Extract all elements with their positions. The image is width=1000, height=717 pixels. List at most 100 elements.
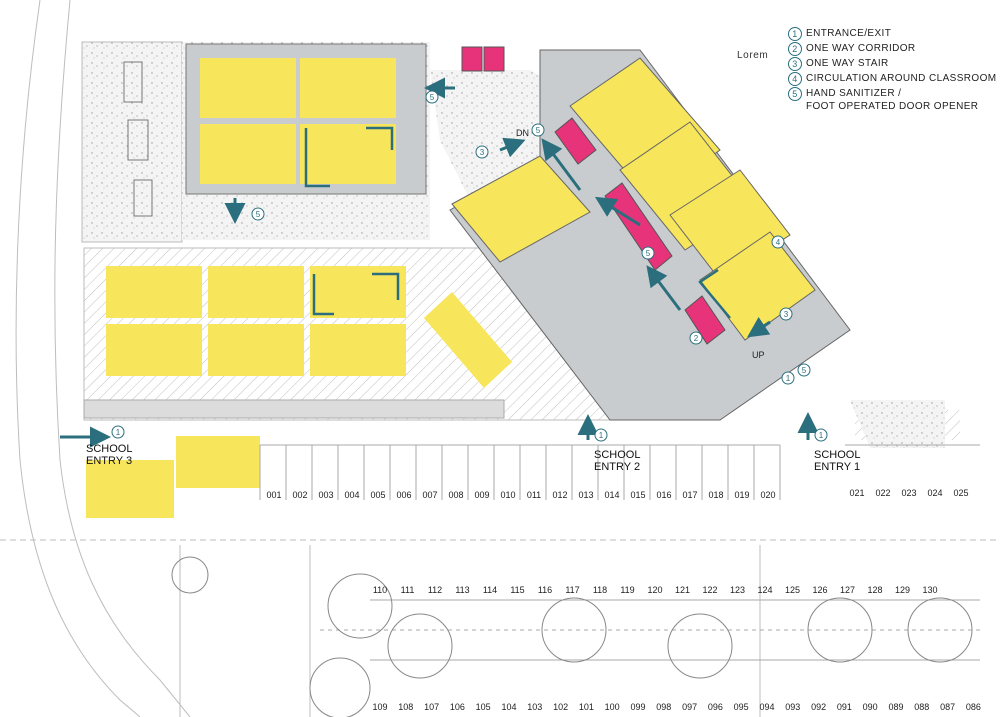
parking-space-number: 087 bbox=[940, 702, 955, 712]
legend-item-3: 3 ONE WAY STAIR bbox=[788, 57, 998, 71]
svg-text:1: 1 bbox=[116, 428, 121, 437]
parking-space-number: 122 bbox=[702, 585, 717, 595]
parking-space-number: 007 bbox=[422, 490, 437, 500]
parking-space-number: 090 bbox=[863, 702, 878, 712]
legend-num-icon: 5 bbox=[788, 87, 802, 101]
parking-space-number: 106 bbox=[450, 702, 465, 712]
parking-space-number: 115 bbox=[510, 585, 524, 595]
parking-space-number: 099 bbox=[630, 702, 645, 712]
parking-space-number: 126 bbox=[812, 585, 827, 595]
legend-text: ENTRANCE/EXIT bbox=[806, 28, 892, 39]
entry1-label: SCHOOL ENTRY 1 bbox=[814, 449, 863, 473]
legend-num-icon: 4 bbox=[788, 72, 802, 86]
legend: 1 ENTRANCE/EXIT 2 ONE WAY CORRIDOR 3 ONE… bbox=[788, 27, 998, 114]
parking-space-number: 097 bbox=[682, 702, 697, 712]
parking-space-number: 025 bbox=[953, 488, 968, 498]
parking-space-number: 001 bbox=[266, 490, 281, 500]
parking-space-number: 003 bbox=[318, 490, 333, 500]
parking-space-number: 018 bbox=[708, 490, 723, 500]
legend-text: CIRCULATION AROUND CLASSROOM bbox=[806, 73, 997, 84]
parking-space-number: 021 bbox=[849, 488, 864, 498]
numbered-markers bbox=[111, 90, 828, 442]
building-classrooms bbox=[451, 57, 816, 341]
parking-space-number: 103 bbox=[527, 702, 542, 712]
legend-num-icon: 1 bbox=[788, 27, 802, 41]
parking-space-number: 108 bbox=[398, 702, 413, 712]
svg-text:5: 5 bbox=[646, 249, 651, 258]
svg-text:2: 2 bbox=[694, 334, 699, 343]
parking-lower bbox=[320, 599, 980, 661]
trees bbox=[171, 556, 973, 717]
parking-space-number: 088 bbox=[914, 702, 929, 712]
parking-space-number: 014 bbox=[604, 490, 619, 500]
parking-space-number: 022 bbox=[875, 488, 890, 498]
parking-space-number: 111 bbox=[401, 585, 415, 595]
svg-text:5: 5 bbox=[256, 210, 261, 219]
parking-space-number: 104 bbox=[501, 702, 516, 712]
right-triangle-gravel bbox=[850, 400, 945, 448]
parking-space-number: 006 bbox=[396, 490, 411, 500]
parking-space-number: 016 bbox=[656, 490, 671, 500]
parking-space-number: 096 bbox=[708, 702, 723, 712]
play-equipment bbox=[123, 61, 153, 217]
svg-text:5: 5 bbox=[536, 126, 541, 135]
parking-space-number: 015 bbox=[630, 490, 645, 500]
parking-space-number: 112 bbox=[428, 585, 442, 595]
parking-space-number: 102 bbox=[553, 702, 568, 712]
parking-space-number: 128 bbox=[867, 585, 882, 595]
parking-space-number: 012 bbox=[552, 490, 567, 500]
parking-space-number: 120 bbox=[647, 585, 662, 595]
parking-space-number: 123 bbox=[730, 585, 745, 595]
parking-space-number: 113 bbox=[455, 585, 469, 595]
classroom-circulation bbox=[304, 126, 731, 319]
legend-text: HAND SANITIZER / FOOT OPERATED DOOR OPEN… bbox=[806, 88, 979, 112]
stair-up-label: UP bbox=[752, 350, 765, 360]
legend-num-icon: 3 bbox=[788, 57, 802, 71]
svg-text:1: 1 bbox=[786, 374, 791, 383]
parking-space-number: 125 bbox=[785, 585, 800, 595]
parking-space-number: 100 bbox=[605, 702, 620, 712]
corner-label: Lorem bbox=[737, 50, 769, 61]
parking-space-number: 013 bbox=[578, 490, 593, 500]
parking-space-number: 116 bbox=[538, 585, 552, 595]
parking-space-number: 092 bbox=[811, 702, 826, 712]
parking-space-number: 109 bbox=[372, 702, 387, 712]
legend-num-icon: 2 bbox=[788, 42, 802, 56]
parking-space-number: 093 bbox=[785, 702, 800, 712]
svg-text:4: 4 bbox=[776, 238, 781, 247]
parking-space-number: 005 bbox=[370, 490, 385, 500]
svg-text:5: 5 bbox=[430, 93, 435, 102]
parking-space-number: 011 bbox=[527, 490, 541, 500]
parking-space-number: 024 bbox=[927, 488, 942, 498]
numbered-marker-digits: 5 5 5 3 5 4 2 3 1 5 1 1 1 bbox=[116, 93, 824, 440]
parking-space-number: 114 bbox=[483, 585, 497, 595]
parking-space-number: 107 bbox=[424, 702, 439, 712]
parking-space-number: 121 bbox=[675, 585, 690, 595]
parking-space-number: 127 bbox=[840, 585, 855, 595]
parking-space-number: 017 bbox=[682, 490, 697, 500]
legend-item-2: 2 ONE WAY CORRIDOR bbox=[788, 42, 998, 56]
parking-space-number: 008 bbox=[448, 490, 463, 500]
outdoor-classroom-grid bbox=[106, 266, 512, 388]
parking-space-number: 094 bbox=[759, 702, 774, 712]
parking-space-number: 130 bbox=[922, 585, 937, 595]
parking-space-number: 002 bbox=[292, 490, 307, 500]
parking-space-number: 098 bbox=[656, 702, 671, 712]
parking-numbers-top-right: 021 022 023 024 025 bbox=[849, 488, 968, 498]
svg-text:1: 1 bbox=[819, 431, 824, 440]
legend-item-5: 5 HAND SANITIZER / FOOT OPERATED DOOR OP… bbox=[788, 87, 998, 113]
parking-space-number: 091 bbox=[837, 702, 852, 712]
parking-space-number: 110 bbox=[373, 585, 387, 595]
parking-space-number: 119 bbox=[620, 585, 634, 595]
parking-space-number: 118 bbox=[593, 585, 607, 595]
walkway bbox=[83, 399, 505, 419]
parking-space-number: 020 bbox=[760, 490, 775, 500]
parking-space-number: 023 bbox=[901, 488, 916, 498]
legend-item-1: 1 ENTRANCE/EXIT bbox=[788, 27, 998, 41]
entry3-label: SCHOOL ENTRY 3 bbox=[86, 443, 135, 467]
corridor-arrows bbox=[60, 77, 819, 448]
